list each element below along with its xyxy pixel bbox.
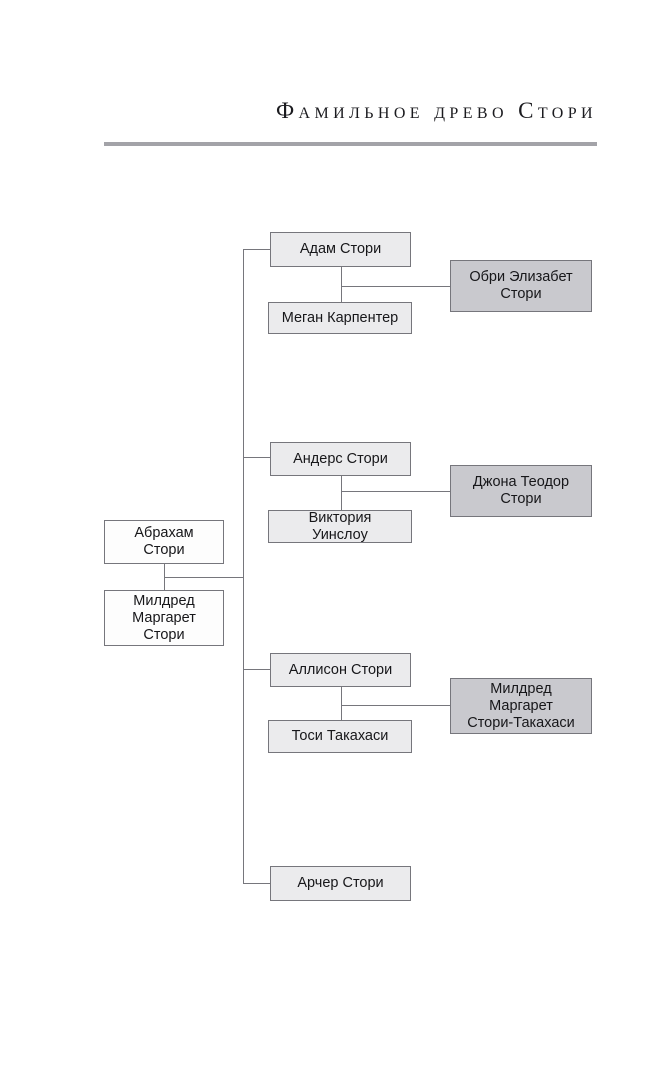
node-victoria-winslow[interactable]: Виктория Уинслоу <box>268 510 412 543</box>
page-title: Фамильное древо Стори <box>275 98 597 123</box>
connector-allison-couple-to-mildred <box>341 705 451 706</box>
node-aubrey-elizabeth-story[interactable]: Обри Элизабет Стори <box>450 260 592 312</box>
node-toshi-takahashi[interactable]: Тоси Такахаси <box>268 720 412 753</box>
connector-anders-couple-to-jonah <box>341 491 451 492</box>
connector-trunk-to-allison <box>243 669 270 670</box>
connector-trunk-to-archer <box>243 883 270 884</box>
node-abraham-story[interactable]: Абрахам Стори <box>104 520 224 564</box>
connector-root-to-trunk <box>164 577 244 578</box>
node-adam-story[interactable]: Адам Стори <box>270 232 411 267</box>
trunk-vertical <box>243 249 244 883</box>
node-megan-carpenter[interactable]: Меган Карпентер <box>268 302 412 334</box>
connector-anders-victoria-vertical <box>341 476 342 510</box>
node-anders-story[interactable]: Андерс Стори <box>270 442 411 476</box>
node-jonah-theodore-story[interactable]: Джона Теодор Стори <box>450 465 592 517</box>
title-divider-rule <box>104 142 597 146</box>
title-block: Фамильное древо Стори <box>0 0 669 160</box>
connector-allison-toshi-vertical <box>341 687 342 720</box>
connector-trunk-to-anders <box>243 457 270 458</box>
connector-trunk-to-adam <box>243 249 270 250</box>
connector-adam-megan-vertical <box>341 267 342 302</box>
node-allison-story[interactable]: Аллисон Стори <box>270 653 411 687</box>
node-archer-story[interactable]: Арчер Стори <box>270 866 411 901</box>
connector-adam-couple-to-aubrey <box>341 286 451 287</box>
node-mildred-margaret-story[interactable]: Милдред Маргарет Стори <box>104 590 224 646</box>
node-mildred-margaret-story-takahashi[interactable]: Милдред Маргарет Стори-Такахаси <box>450 678 592 734</box>
